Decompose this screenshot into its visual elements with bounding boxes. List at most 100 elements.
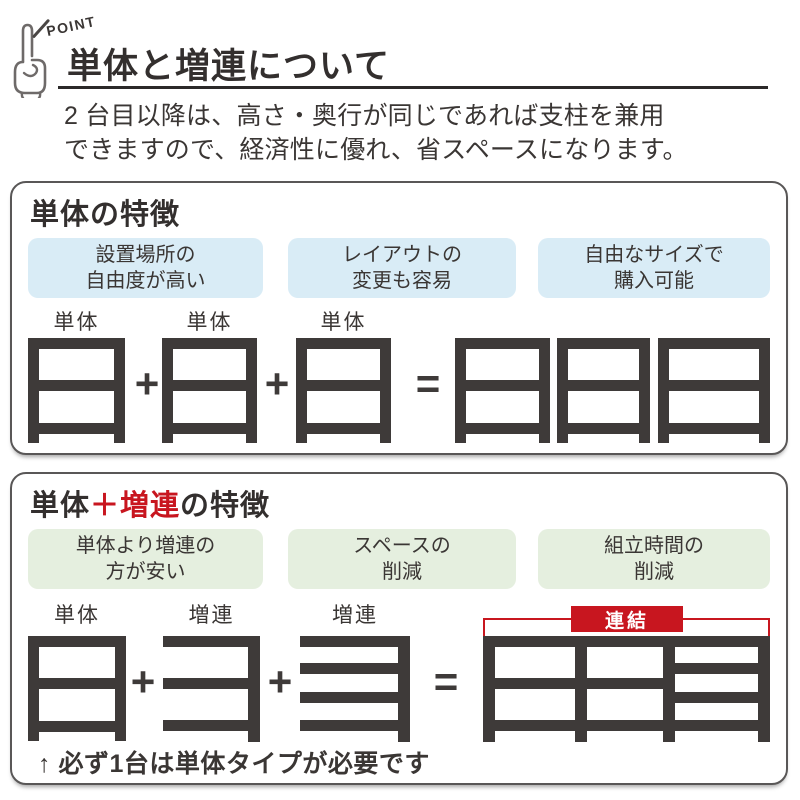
- shelf: [483, 636, 770, 647]
- combined-diagram: + + = 連結: [12, 606, 786, 748]
- pill-line: スペースの: [353, 535, 451, 557]
- post: [663, 636, 675, 742]
- shelf: [296, 338, 391, 349]
- unit-label: 単体: [320, 311, 367, 334]
- pill-line: 単体より増連の: [75, 535, 216, 557]
- equals-operator: =: [415, 360, 441, 407]
- shelf: [163, 720, 248, 731]
- feature-pill: 組立時間の 削減: [538, 529, 770, 589]
- pill-line: 削減: [634, 561, 674, 583]
- pill-line: 自由度が高い: [85, 270, 206, 292]
- shelf: [658, 338, 770, 349]
- pill-line: 変更も容易: [352, 270, 452, 292]
- feature-pill: スペースの 削減: [288, 529, 516, 589]
- feature-pill: レイアウトの 変更も容易: [288, 238, 516, 298]
- shelf: [557, 380, 650, 391]
- panel-title-part: 単体: [30, 490, 91, 522]
- description-line: 2 台目以降は、高さ・奥行が同じであれば支柱を兼用: [64, 102, 665, 130]
- standalone-diagram: + + =: [12, 338, 786, 450]
- shelf: [162, 338, 257, 349]
- unit-label: 単体: [53, 311, 100, 334]
- shelf: [483, 720, 770, 731]
- shelf-unit-standalone: [162, 338, 257, 443]
- post: [248, 636, 260, 742]
- shelf: [675, 663, 758, 674]
- shelf: [28, 678, 126, 689]
- panel-title-part: の特徴: [180, 490, 271, 522]
- feature-pill: 設置場所の 自由度が高い: [28, 238, 263, 298]
- panel-title: 単体の特徴: [30, 199, 181, 231]
- shelf: [296, 380, 391, 391]
- pill-line: レイアウトの: [342, 244, 462, 266]
- shelf-unit-standalone: [28, 338, 125, 443]
- shelf: [557, 423, 650, 434]
- plus-operator: +: [267, 658, 293, 705]
- shelf: [162, 423, 257, 434]
- unit-label-extension: 増連: [332, 604, 378, 627]
- shelf: [28, 423, 125, 434]
- post: [758, 636, 770, 742]
- point-label: POINT: [44, 12, 98, 40]
- shelf-unit-combined: 連結: [483, 606, 770, 742]
- unit-label-extension: 増連: [188, 604, 235, 627]
- shelf: [455, 423, 550, 434]
- post: [483, 636, 495, 742]
- plus-operator: +: [130, 658, 156, 705]
- shelf: [300, 663, 398, 674]
- description-line: できますので、経済性に優れ、省スペースになります。: [64, 136, 688, 164]
- pill-line: 方が安い: [105, 561, 186, 583]
- shelf: [296, 423, 391, 434]
- post: [398, 636, 410, 742]
- pill-line: 自由なサイズで: [584, 244, 724, 266]
- shelf: [658, 380, 770, 391]
- pill-line: 削減: [382, 561, 422, 583]
- unit-label: 単体: [186, 311, 233, 334]
- feature-pill: 単体より増連の 方が安い: [28, 529, 263, 589]
- bottom-note: ↑ 必ず1台は単体タイプが必要です: [38, 750, 430, 778]
- shelf: [300, 636, 398, 647]
- shelf-unit-extension: [163, 636, 260, 742]
- shelf: [455, 338, 550, 349]
- feature-pill: 自由なサイズで 購入可能: [538, 238, 770, 298]
- shelf: [28, 636, 126, 647]
- shelf-unit-standalone: [455, 338, 550, 443]
- shelf-unit-standalone: [658, 338, 770, 443]
- post: [575, 636, 587, 742]
- panel-title: 単体＋増連の特徴: [30, 482, 270, 524]
- shelf: [28, 338, 125, 349]
- page-title: 単体と増連について: [67, 47, 390, 86]
- pointing-hand-icon: [13, 23, 47, 98]
- shelf: [495, 678, 575, 689]
- shelf: [162, 380, 257, 391]
- shelf: [455, 380, 550, 391]
- panel-title-part-red: ＋増連: [90, 490, 181, 522]
- shelf: [28, 380, 125, 391]
- shelf: [587, 678, 663, 689]
- shelf-unit-standalone: [28, 636, 126, 741]
- pill-line: 設置場所の: [95, 244, 196, 266]
- shelf-unit-standalone: [296, 338, 391, 443]
- page-description: 2 台目以降は、高さ・奥行が同じであれば支柱を兼用 できますので、経済性に優れ、…: [64, 99, 688, 167]
- shelf: [675, 692, 758, 703]
- shelf: [300, 720, 398, 731]
- plus-operator: +: [264, 360, 290, 407]
- unit-label: 単体: [54, 604, 100, 627]
- pill-line: 組立時間の: [604, 535, 704, 557]
- equals-operator: =: [433, 658, 459, 705]
- renketsu-badge: 連結: [571, 606, 683, 632]
- link-bracket-tick: [483, 618, 485, 636]
- shelf: [163, 636, 248, 647]
- shelf: [557, 338, 650, 349]
- pill-line: 購入可能: [614, 270, 694, 292]
- panel-combined-features: 単体＋増連の特徴 単体より増連の 方が安い スペースの 削減 組立時間の 削減 …: [10, 472, 788, 785]
- plus-operator: +: [134, 360, 160, 407]
- shelf-unit-standalone: [557, 338, 650, 443]
- link-bracket-tick: [768, 618, 770, 636]
- shelf: [28, 721, 126, 732]
- shelf: [163, 678, 248, 689]
- panel-standalone-features: 単体の特徴 設置場所の 自由度が高い レイアウトの 変更も容易 自由なサイズで …: [10, 181, 788, 455]
- shelf: [300, 692, 398, 703]
- shelf: [658, 423, 770, 434]
- shelf-unit-extension-4level: [300, 636, 410, 742]
- title-underline: [58, 86, 768, 89]
